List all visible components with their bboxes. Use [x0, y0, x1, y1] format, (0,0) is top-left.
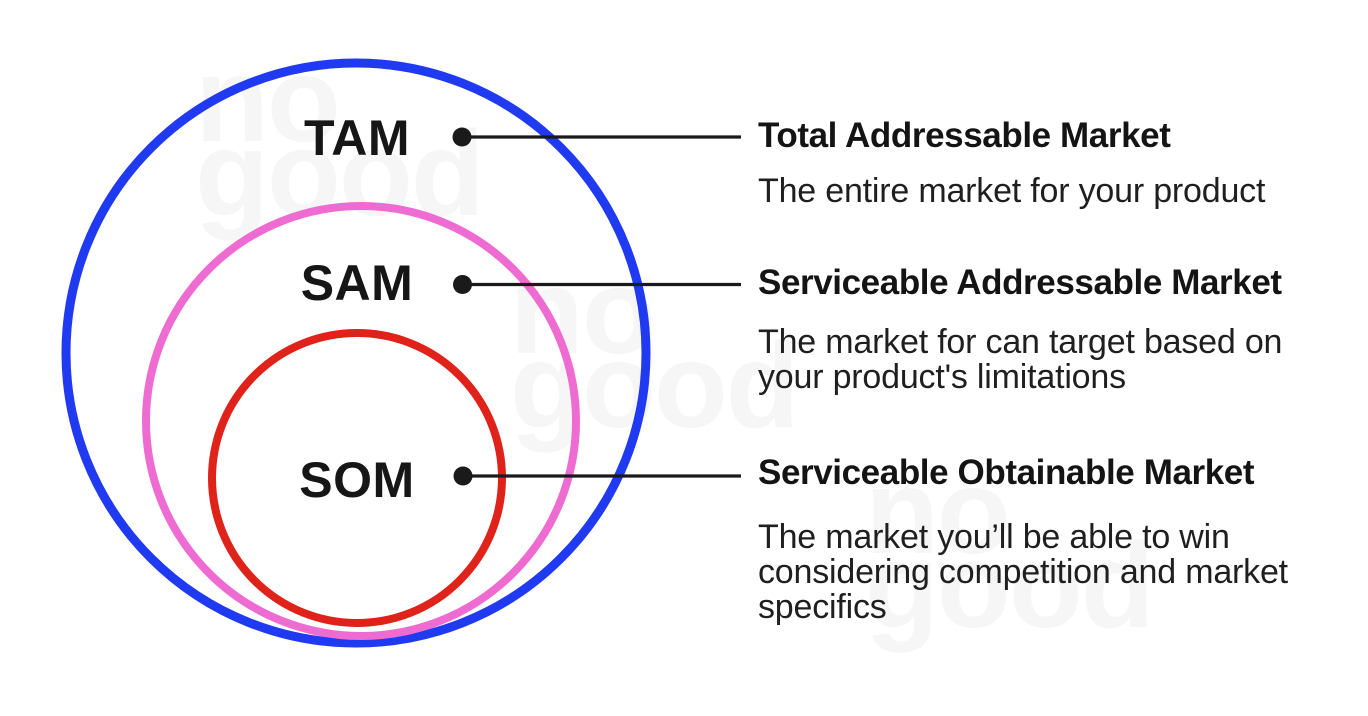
tam-connector-dot [452, 127, 472, 147]
som-label: SOM [299, 452, 415, 508]
som-connector-dot [453, 466, 473, 486]
tam-circle [61, 58, 651, 648]
som-circle [208, 329, 506, 627]
sam-circle [142, 202, 580, 640]
sam-annotation-title: Serviceable Addressable Market [758, 263, 1282, 302]
sam-label: SAM [300, 255, 414, 311]
tam-label: TAM [303, 110, 411, 166]
sam-annotation-description: The market for can target based on your … [758, 323, 1283, 396]
som-annotation-title: Serviceable Obtainable Market [758, 453, 1255, 492]
tam-annotation-description: The entire market for your product [758, 172, 1266, 210]
sam-connector-dot [453, 275, 472, 294]
tam-annotation-title: Total Addressable Market [758, 116, 1171, 155]
som-annotation-description: The market you’ll be able to win conside… [758, 518, 1288, 626]
